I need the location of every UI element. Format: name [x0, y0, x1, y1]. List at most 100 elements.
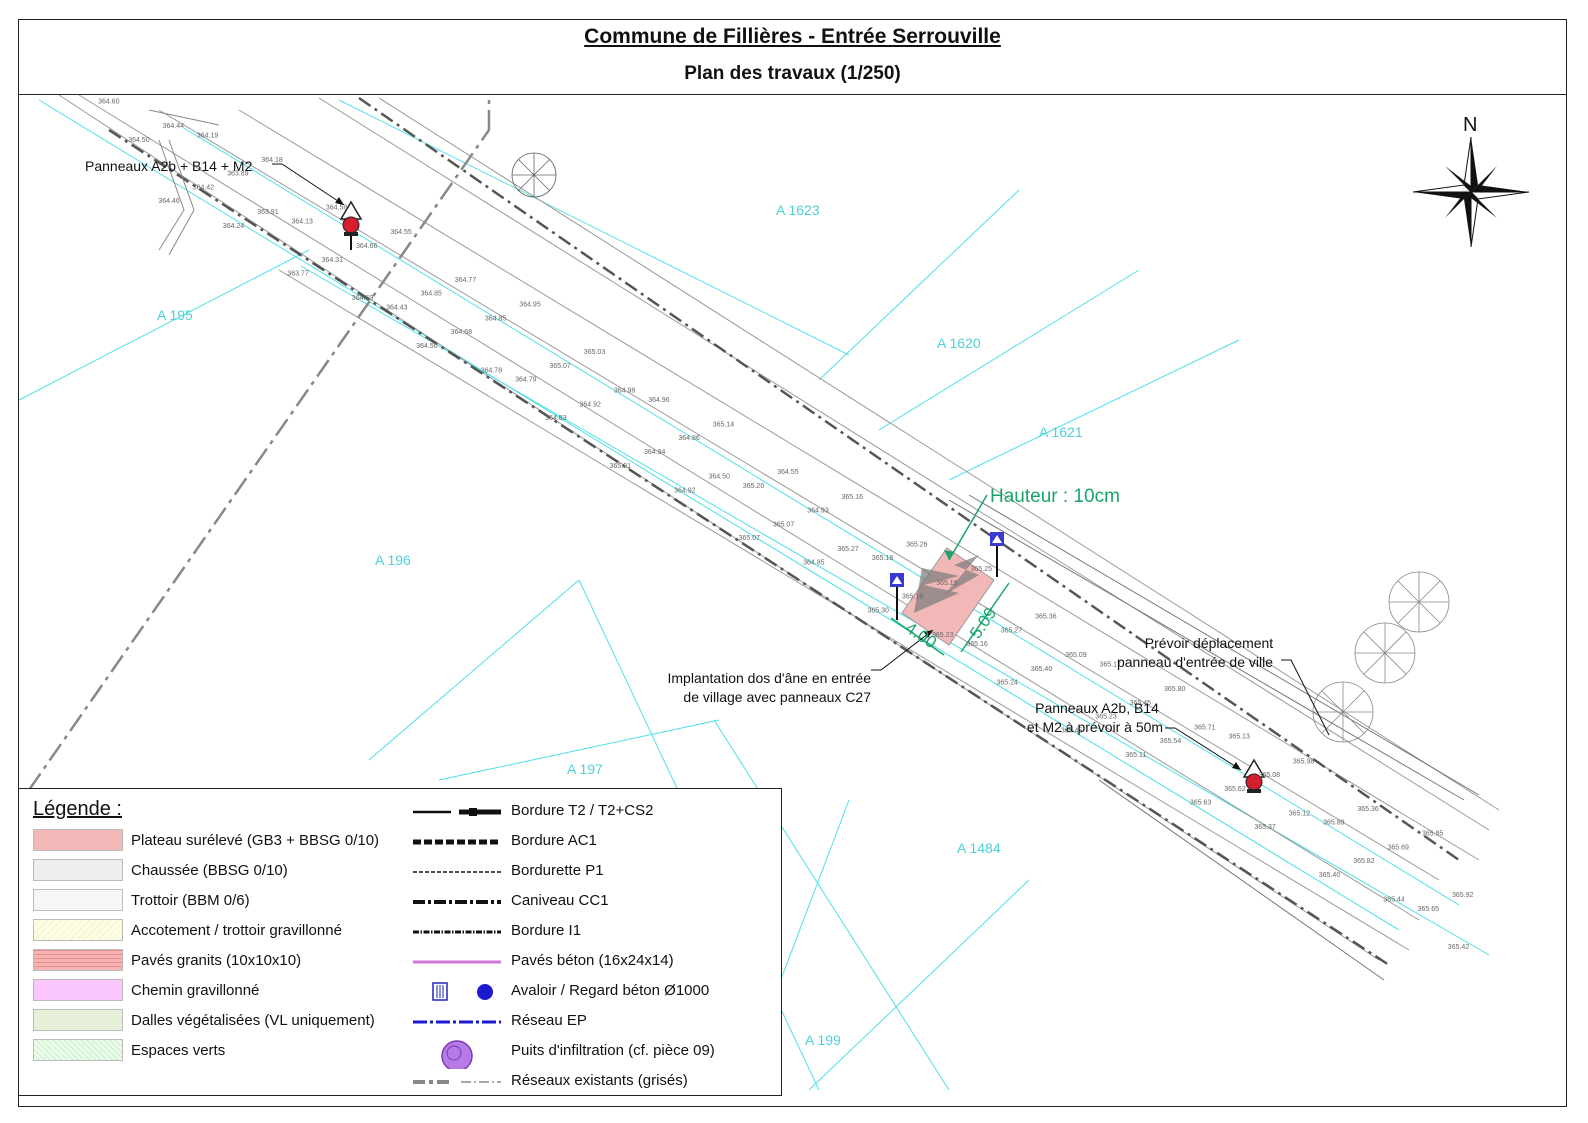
north-arrow-icon: [1412, 136, 1530, 248]
spot-height-label: 365.82: [1353, 858, 1375, 865]
spot-height-label: 365.17: [1100, 661, 1122, 668]
spot-height-label: 365.24: [997, 680, 1019, 687]
spot-height-label: 365.42: [1448, 944, 1470, 951]
spot-height-label: 364.68: [451, 329, 473, 336]
spot-height-label: 365.71: [1194, 724, 1216, 731]
parcel-label: A 199: [805, 1032, 841, 1048]
legend-label: Avaloir / Regard béton Ø1000: [511, 982, 710, 999]
legend-item: Pavés granits (10x10x10): [19, 949, 399, 975]
spot-height-label: 365.25: [971, 566, 993, 573]
implantation-label-1: Implantation dos d'âne en entrée: [668, 670, 872, 686]
spot-height-label: 364.66: [356, 243, 378, 250]
parcel-labels: A 1623 A 195 A 1620 A 1621 A 196 A 197 A…: [157, 202, 1083, 1048]
spot-height-label: 365.54: [1160, 738, 1182, 745]
bordurette-p1-symbol: [413, 871, 501, 873]
legend-label: Caniveau CC1: [511, 892, 609, 909]
legend-title: Légende :: [33, 798, 122, 820]
left-branch: [148, 109, 220, 256]
panneaux-top-label: Panneaux A2b + B14 + M2: [85, 158, 253, 174]
spot-height-label: 365.65: [1418, 906, 1440, 913]
prevoir-label-1: Prévoir déplacement: [1145, 635, 1274, 651]
spot-height-label: 365.26: [906, 541, 928, 548]
spot-height-label: 363.77: [287, 271, 309, 278]
parcel-label: A 1484: [957, 840, 1001, 856]
spot-height-label: 365.13: [1229, 734, 1251, 741]
legend-item: Bordure T2 / T2+CS2: [19, 799, 779, 825]
legend-item: Bordure AC1: [19, 829, 779, 855]
legend-label: Réseau EP: [511, 1012, 587, 1029]
kerb-lines: [108, 96, 1460, 967]
dimension-lines: [890, 494, 1010, 656]
spot-height-label: 365.92: [1452, 892, 1474, 899]
avaloir-icon: [432, 982, 493, 1001]
legend-label: Pavés béton (16x24x14): [511, 952, 674, 969]
spot-height-label: 363.89: [227, 171, 249, 178]
legend-label: Puits d'infiltration (cf. pièce 09): [511, 1042, 715, 1059]
spot-height-label: 364.44: [163, 123, 185, 130]
spot-height-label: 365.37: [1254, 824, 1276, 831]
spot-height-label: 364.43: [386, 304, 408, 311]
page-title: Commune de Fillières - Entrée Serrouvill…: [584, 25, 1001, 48]
arrow-heads: [335, 197, 1241, 770]
spot-height-label: 365.45: [1061, 727, 1083, 734]
spot-height-label: 364.31: [322, 257, 344, 264]
legend-label: Trottoir (BBM 0/6): [131, 892, 250, 909]
spot-height-label: 365.12: [1289, 811, 1311, 818]
legend-item: Avaloir / Regard béton Ø1000: [19, 979, 779, 1005]
annotations: N Panneaux A2b + B14 + M2 Hauteur : 10cm…: [85, 114, 1477, 735]
spot-height-label: 364.50: [709, 474, 731, 481]
spot-height-label: 364.13: [292, 218, 314, 225]
paves-beton-symbol: [413, 960, 501, 964]
spot-height-label: 365.23: [1095, 714, 1117, 721]
legend-item: Puits d'infiltration (cf. pièce 09): [19, 1039, 779, 1069]
spot-height-label: 364.95: [519, 302, 541, 309]
existing-network: [27, 95, 491, 791]
hauteur-label: Hauteur : 10cm: [990, 486, 1120, 507]
legend-item: Espaces verts: [19, 1039, 399, 1065]
parcel-label: A 196: [375, 552, 411, 568]
spot-height-label: 365.80: [1164, 686, 1186, 693]
spot-height-label: 365.27: [837, 546, 859, 553]
legend-label: Chemin gravillonné: [131, 982, 260, 999]
spot-height-label: 365.85: [1422, 831, 1444, 838]
site-plan: A 1623 A 195 A 1620 A 1621 A 196 A 197 A…: [19, 37, 1530, 1091]
raised-plateau: [901, 547, 995, 646]
spot-height-label: 365.19: [936, 580, 958, 587]
spot-height-label: 365.20: [743, 483, 765, 490]
page-subtitle: Plan des travaux (1/250): [684, 63, 901, 84]
spot-height-label: 364.78: [481, 368, 503, 375]
implantation-label-2: de village avec panneaux C27: [683, 689, 871, 705]
spot-height-label: 364.19: [197, 132, 219, 139]
legend-item: Chaussée (BBSG 0/10): [19, 859, 399, 885]
spot-height-label: 364.79: [515, 377, 537, 384]
spot-height-label: 365.23: [932, 632, 954, 639]
spot-height-label: 364.18: [261, 157, 283, 164]
spot-height-label: 364.92: [580, 401, 602, 408]
c27-sign-icon: [890, 532, 1004, 620]
spot-height-label: 365.36: [1035, 614, 1057, 621]
legend-swatch: [33, 919, 123, 941]
spot-height-label: 364.60: [98, 98, 120, 105]
parcel-label: A 197: [567, 761, 603, 777]
dim-arrow: [944, 550, 954, 560]
legend-item: Pavés béton (16x24x14): [19, 949, 779, 975]
legend-item: Réseaux existants (grisés): [19, 1069, 779, 1095]
spot-height-label: 365.03: [584, 349, 606, 356]
legend-item: Plateau surélevé (GB3 + BBSG 0/10): [19, 829, 399, 855]
legend-item: Dalles végétalisées (VL uniquement): [19, 1009, 399, 1035]
legend-item: Bordurette P1: [19, 859, 779, 885]
bordure-t2-symbol: [413, 808, 501, 816]
spot-height-label: 365.16: [966, 641, 988, 648]
legend-label: Bordurette P1: [511, 862, 604, 879]
legend-label: Pavés granits (10x10x10): [131, 952, 302, 969]
reseaux-existants-symbol: [413, 1080, 501, 1084]
spot-height-label: 365.89: [1323, 820, 1345, 827]
spot-height-label: 364.24: [223, 223, 245, 230]
spot-height-label: 364.94: [644, 449, 666, 456]
bordure-ac1-symbol: [413, 839, 501, 845]
tree-icon: [1312, 571, 1450, 743]
spot-height-label: 365.07: [739, 535, 761, 542]
legend-label: Bordure T2 / T2+CS2: [511, 802, 654, 819]
spot-height-label: 365.16: [842, 494, 864, 501]
bordure-i1-symbol: [413, 930, 501, 934]
